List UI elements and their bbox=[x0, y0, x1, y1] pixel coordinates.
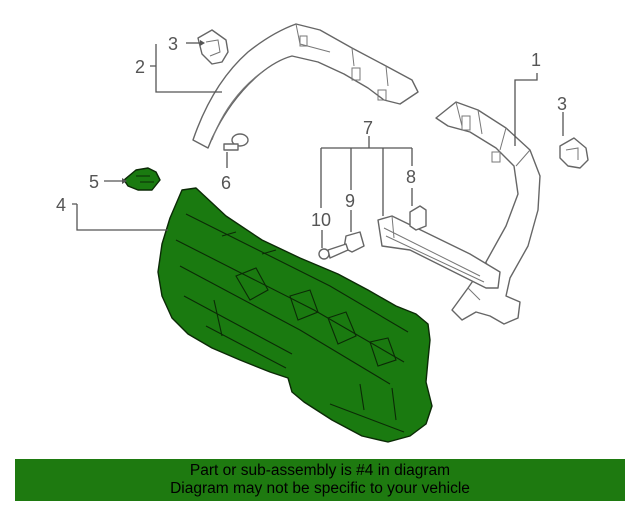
callout-3-upper: 3 bbox=[168, 34, 178, 54]
part-2-upper-trim bbox=[192, 23, 419, 149]
leader-lines bbox=[72, 42, 564, 248]
part-1-frame-trim bbox=[435, 101, 541, 325]
parts-diagram: 1 2 3 3 4 5 6 7 8 9 10 bbox=[56, 23, 589, 443]
arrowhead-5 bbox=[122, 178, 127, 184]
callout-7: 7 bbox=[363, 118, 373, 138]
callout-3-right: 3 bbox=[557, 94, 567, 114]
info-banner: Part or sub-assembly is #4 in diagram Di… bbox=[15, 459, 625, 501]
callout-8: 8 bbox=[406, 167, 416, 187]
callout-6: 6 bbox=[221, 173, 231, 193]
part-5-clip bbox=[123, 167, 161, 191]
arrowhead-3-upper bbox=[200, 40, 205, 46]
callout-1: 1 bbox=[531, 50, 541, 70]
part-6-screw bbox=[223, 133, 249, 151]
banner-line-2: Diagram may not be specific to your vehi… bbox=[170, 480, 470, 497]
callout-9: 9 bbox=[345, 191, 355, 211]
callout-4: 4 bbox=[56, 195, 66, 215]
banner-line-1: Part or sub-assembly is #4 in diagram bbox=[189, 462, 451, 479]
part-7-lower-strip bbox=[377, 215, 501, 289]
callout-10: 10 bbox=[311, 210, 331, 230]
callout-5: 5 bbox=[89, 172, 99, 192]
part-3-clip-upper bbox=[197, 29, 229, 65]
part-10-bolt bbox=[318, 243, 349, 260]
part-3-clip-right bbox=[559, 137, 589, 169]
part-4-liftgate-panel bbox=[157, 187, 433, 443]
callout-2: 2 bbox=[135, 57, 145, 77]
part-8-clip bbox=[409, 205, 427, 231]
